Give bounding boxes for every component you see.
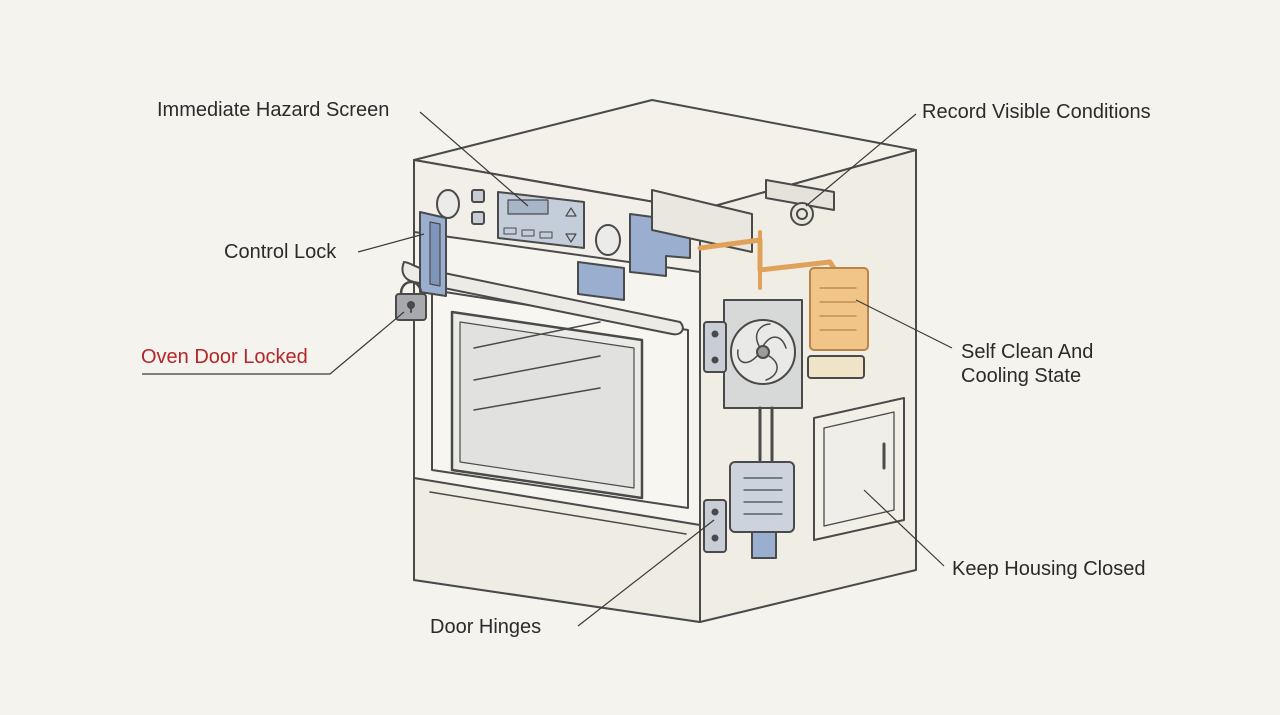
label-control-lock: Control Lock <box>224 241 337 263</box>
motor-unit <box>729 461 795 533</box>
padlock-icon <box>395 280 427 321</box>
label-oven-door-locked: Oven Door Locked <box>141 346 308 368</box>
oven-door <box>431 289 689 509</box>
door-hinge-lower <box>703 499 727 553</box>
control-panel <box>436 189 621 256</box>
door-handle <box>401 261 684 336</box>
internal-components <box>651 179 905 559</box>
label-immediate-hazard-screen: Immediate Hazard Screen <box>157 99 390 121</box>
label-door-hinges: Door Hinges <box>430 616 542 638</box>
label-record-visible-conditions: Record Visible Conditions <box>922 101 1151 123</box>
door-hinge-upper <box>703 321 727 373</box>
label-keep-housing-closed: Keep Housing Closed <box>952 558 1146 580</box>
knob-right-icon <box>595 224 621 256</box>
heating-element <box>809 267 869 351</box>
sensor-port-icon <box>790 202 814 226</box>
knob-left-icon <box>436 189 460 219</box>
label-self-clean-cooling-state: Self Clean And Cooling State <box>961 341 1094 387</box>
leader-lines <box>142 111 953 627</box>
